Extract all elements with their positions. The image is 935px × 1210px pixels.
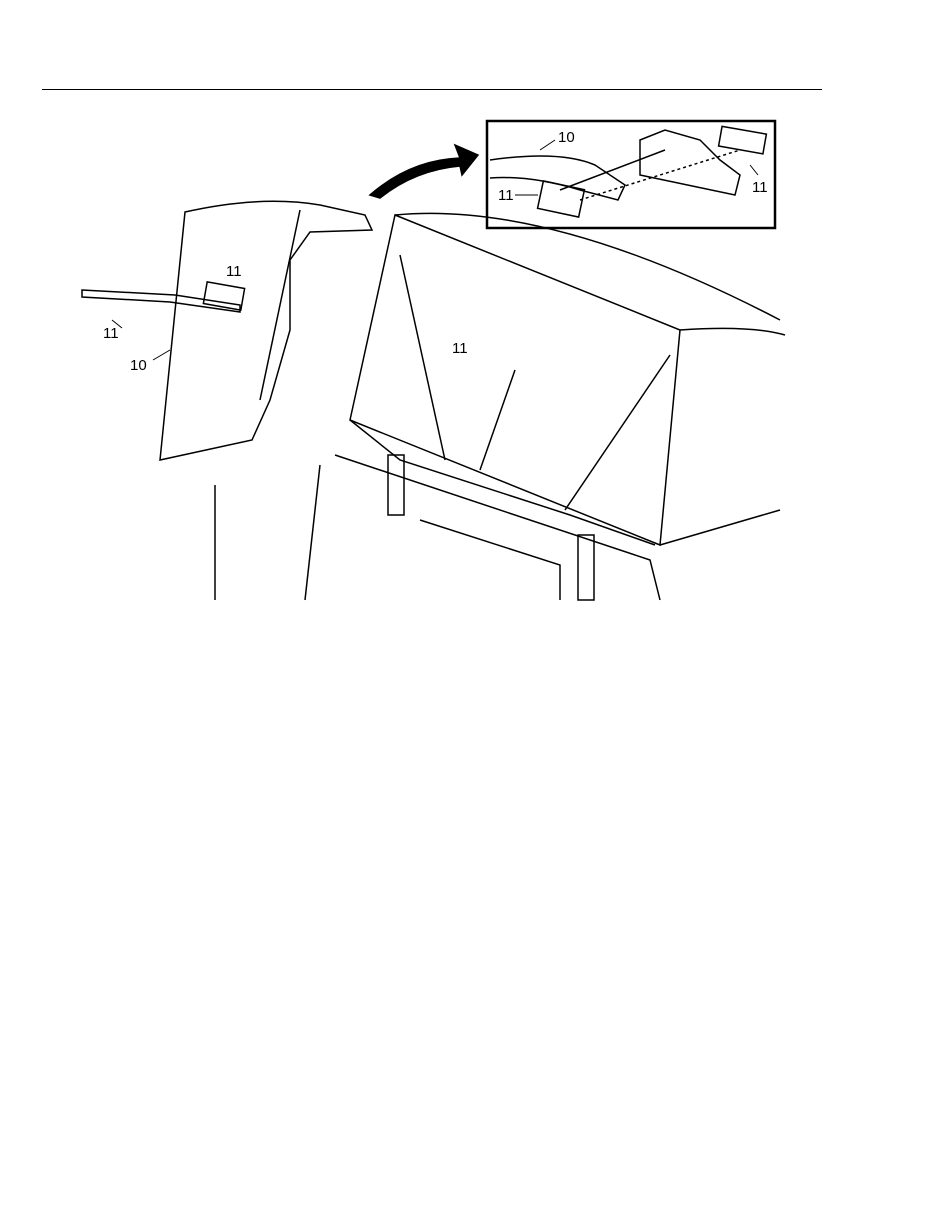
- cab-frame: [214, 212, 786, 601]
- callout-plate-11: 11: [452, 340, 468, 357]
- callout-rod-11: 11: [103, 325, 119, 342]
- callout-panel-10: 10: [130, 357, 147, 374]
- support-rod: [81, 289, 241, 313]
- callout-inset-11-right: 11: [752, 179, 768, 196]
- callout-inset-11-left: 11: [498, 187, 514, 204]
- detail-arrow: [368, 143, 480, 199]
- header-rule: [42, 89, 822, 90]
- roof-panel: [159, 200, 374, 461]
- callout-bracket-11: 11: [226, 263, 242, 280]
- callout-inset-10: 10: [558, 129, 575, 146]
- detail-inset: [485, 119, 777, 230]
